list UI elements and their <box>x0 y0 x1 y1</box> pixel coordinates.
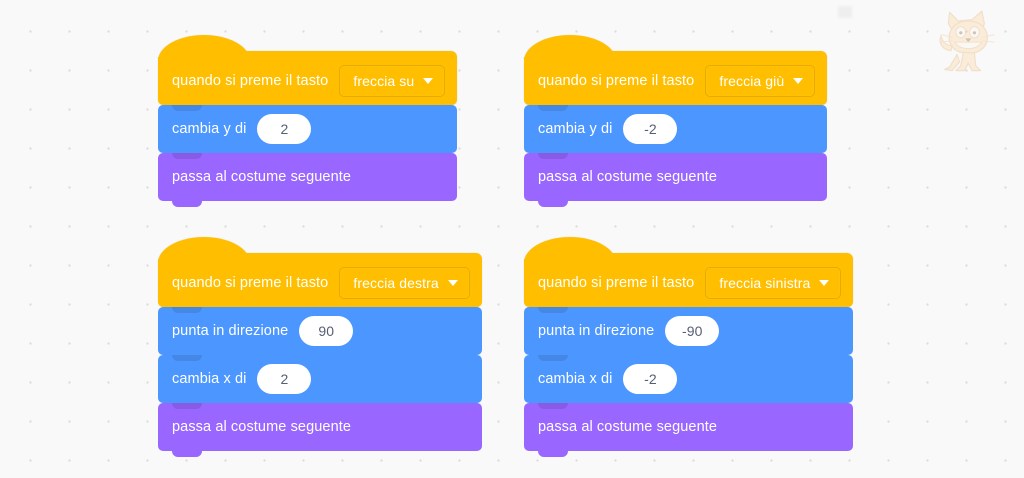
event-hat-block[interactable]: quando si preme il tasto freccia sinistra <box>524 237 854 307</box>
looks-block[interactable]: passa al costume seguente <box>158 153 458 207</box>
block-motion-2[interactable]: cambia x di 2 <box>158 355 482 403</box>
block-label: cambia x di <box>172 370 247 387</box>
block-label: quando si preme il tasto <box>538 274 695 291</box>
key-dropdown-value: freccia giù <box>719 73 785 89</box>
block-motion-1[interactable]: cambia y di -2 <box>524 105 828 153</box>
block-notch-top <box>538 105 568 111</box>
number-input[interactable]: 2 <box>257 364 312 394</box>
motion-block[interactable]: cambia y di 2 <box>158 105 458 153</box>
motion-block[interactable]: cambia x di 2 <box>158 355 482 403</box>
block-notch-top <box>538 403 568 409</box>
block-notch-top <box>538 307 568 313</box>
block-notch-top <box>172 105 202 111</box>
block-notch-bottom <box>538 450 568 457</box>
key-dropdown[interactable]: freccia giù <box>705 65 816 97</box>
chevron-down-icon <box>819 280 830 286</box>
script-stack-left[interactable]: quando si preme il tasto freccia sinistra… <box>524 237 854 457</box>
motion-block[interactable]: punta in direzione 90 <box>158 307 482 355</box>
block-label: quando si preme il tasto <box>172 274 329 291</box>
block-notch-top <box>172 153 202 159</box>
block-looks-3[interactable]: passa al costume seguente <box>524 403 854 457</box>
key-dropdown[interactable]: freccia sinistra <box>705 267 842 299</box>
block-motion-2[interactable]: cambia x di -2 <box>524 355 854 403</box>
canvas-artifact <box>838 6 852 18</box>
block-looks-3[interactable]: passa al costume seguente <box>158 403 482 457</box>
block-notch-top <box>172 355 202 361</box>
block-looks-2[interactable]: passa al costume seguente <box>158 153 458 207</box>
block-motion-1[interactable]: punta in direzione 90 <box>158 307 482 355</box>
motion-block[interactable]: cambia x di -2 <box>524 355 854 403</box>
block-events-0[interactable]: quando si preme il tasto freccia giù <box>524 35 828 105</box>
number-input[interactable]: -2 <box>623 114 678 144</box>
key-dropdown-value: freccia sinistra <box>719 275 811 291</box>
looks-block[interactable]: passa al costume seguente <box>524 153 828 207</box>
script-stack-down[interactable]: quando si preme il tasto freccia giù cambi… <box>524 35 828 207</box>
block-looks-2[interactable]: passa al costume seguente <box>524 153 828 207</box>
block-notch-top <box>538 153 568 159</box>
block-events-0[interactable]: quando si preme il tasto freccia su <box>158 35 458 105</box>
block-motion-1[interactable]: cambia y di 2 <box>158 105 458 153</box>
block-label: cambia x di <box>538 370 613 387</box>
number-input[interactable]: 90 <box>299 316 354 346</box>
looks-block[interactable]: passa al costume seguente <box>524 403 854 457</box>
block-events-0[interactable]: quando si preme il tasto freccia destra <box>158 237 482 307</box>
block-notch-top <box>172 403 202 409</box>
block-label: passa al costume seguente <box>538 168 718 185</box>
looks-block[interactable]: passa al costume seguente <box>158 403 482 457</box>
block-notch-bottom <box>172 200 202 207</box>
key-dropdown[interactable]: freccia destra <box>339 267 470 299</box>
motion-block[interactable]: punta in direzione -90 <box>524 307 854 355</box>
block-label: passa al costume seguente <box>172 168 352 185</box>
motion-block[interactable]: cambia y di -2 <box>524 105 828 153</box>
number-input[interactable]: 2 <box>257 114 312 144</box>
chevron-down-icon <box>423 78 434 84</box>
number-input[interactable]: -90 <box>665 316 720 346</box>
chevron-down-icon <box>447 280 458 286</box>
chevron-down-icon <box>793 78 804 84</box>
event-hat-block[interactable]: quando si preme il tasto freccia destra <box>158 237 482 307</box>
event-hat-block[interactable]: quando si preme il tasto freccia su <box>158 35 458 105</box>
key-dropdown-value: freccia destra <box>353 275 439 291</box>
key-dropdown-value: freccia su <box>353 73 415 89</box>
block-label: punta in direzione <box>538 322 655 339</box>
block-label: quando si preme il tasto <box>538 72 695 89</box>
key-dropdown[interactable]: freccia su <box>339 65 446 97</box>
block-notch-bottom <box>172 450 202 457</box>
event-hat-block[interactable]: quando si preme il tasto freccia giù <box>524 35 828 105</box>
block-notch-bottom <box>538 200 568 207</box>
block-label: quando si preme il tasto <box>172 72 329 89</box>
block-events-0[interactable]: quando si preme il tasto freccia sinistra <box>524 237 854 307</box>
block-label: passa al costume seguente <box>172 418 352 435</box>
number-input[interactable]: -2 <box>623 364 678 394</box>
block-notch-top <box>538 355 568 361</box>
block-motion-1[interactable]: punta in direzione -90 <box>524 307 854 355</box>
block-label: punta in direzione <box>172 322 289 339</box>
block-label: cambia y di <box>172 120 247 137</box>
scratch-cat-watermark-icon <box>939 10 995 72</box>
block-notch-top <box>172 307 202 313</box>
block-label: passa al costume seguente <box>538 418 718 435</box>
script-stack-up[interactable]: quando si preme il tasto freccia su cambia… <box>158 35 458 207</box>
block-label: cambia y di <box>538 120 613 137</box>
script-stack-right[interactable]: quando si preme il tasto freccia destra pu… <box>158 237 482 457</box>
